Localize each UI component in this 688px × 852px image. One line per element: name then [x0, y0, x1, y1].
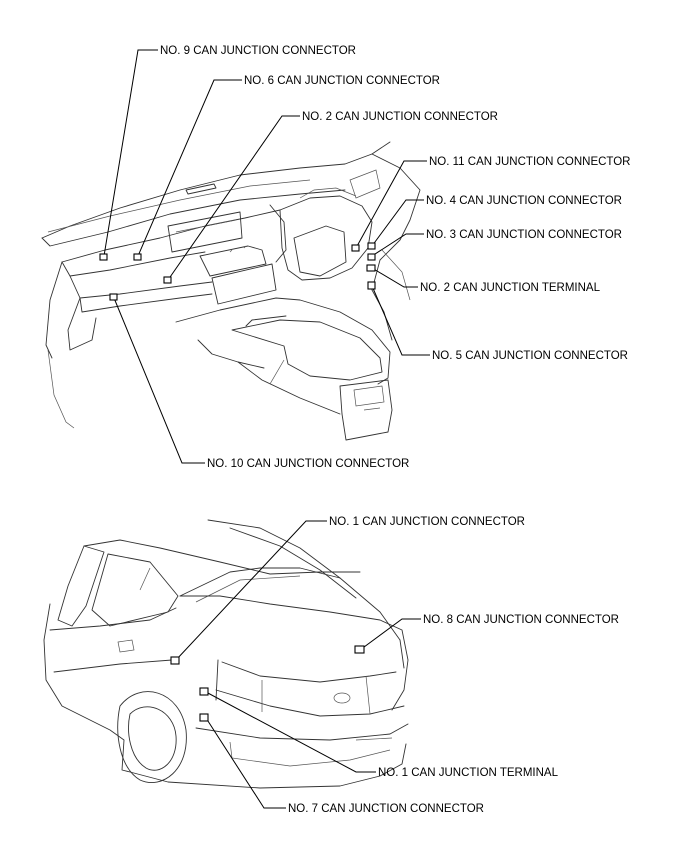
no1-terminal-marker	[199, 687, 209, 696]
label-no8-connector: NO. 8 CAN JUNCTION CONNECTOR	[423, 614, 619, 626]
no10-connector-marker	[109, 293, 118, 301]
no6-connector-marker	[133, 253, 142, 261]
label-no2-terminal: NO. 2 CAN JUNCTION TERMINAL	[420, 282, 601, 294]
no5-connector-marker	[367, 281, 376, 290]
label-no2-connector: NO. 2 CAN JUNCTION CONNECTOR	[302, 111, 498, 123]
no2-terminal-marker	[366, 264, 376, 272]
leaders-dashboard	[99, 49, 430, 464]
label-no1-connector: NO. 1 CAN JUNCTION CONNECTOR	[329, 516, 525, 528]
label-no9-connector: NO. 9 CAN JUNCTION CONNECTOR	[160, 45, 356, 57]
label-no5-connector: NO. 5 CAN JUNCTION CONNECTOR	[432, 350, 628, 362]
no4-connector-marker	[367, 242, 376, 250]
car-rear-illustration	[43, 519, 409, 789]
label-no11-connector: NO. 11 CAN JUNCTION CONNECTOR	[429, 156, 630, 168]
label-no4-connector: NO. 4 CAN JUNCTION CONNECTOR	[426, 195, 622, 207]
no7-connector-marker	[199, 713, 209, 722]
label-no7-connector: NO. 7 CAN JUNCTION CONNECTOR	[288, 803, 484, 815]
no11-connector-marker	[351, 244, 360, 252]
no1-connector-marker	[170, 656, 180, 665]
leaders-car	[170, 520, 421, 809]
no2-connector-marker	[163, 276, 172, 284]
label-no3-connector: NO. 3 CAN JUNCTION CONNECTOR	[426, 229, 622, 241]
no9-connector-marker	[99, 253, 108, 261]
label-no6-connector: NO. 6 CAN JUNCTION CONNECTOR	[244, 75, 440, 87]
no3-connector-marker	[367, 253, 376, 261]
label-no10-connector: NO. 10 CAN JUNCTION CONNECTOR	[207, 458, 409, 470]
no8-connector-marker	[354, 645, 365, 654]
dashboard-illustration	[41, 141, 421, 441]
label-no1-terminal: NO. 1 CAN JUNCTION TERMINAL	[378, 767, 559, 779]
callout-labels: NO. 9 CAN JUNCTION CONNECTOR NO. 6 CAN J…	[160, 45, 630, 815]
